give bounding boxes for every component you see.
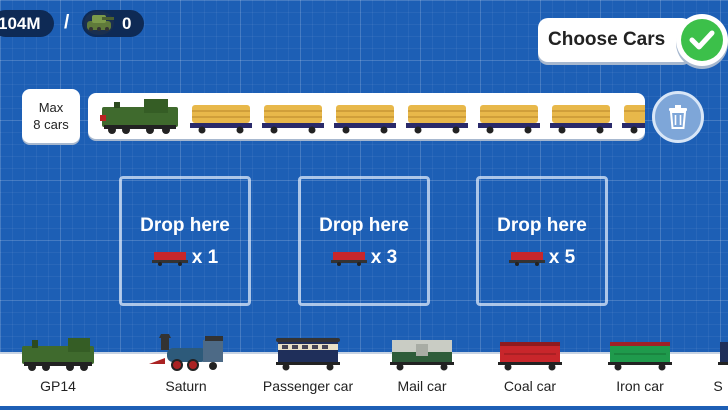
steam-locomotive-icon [149,334,223,371]
drop-zone-3[interactable]: Drop here x 5 [476,176,608,306]
catalog-item-name: S [713,378,723,394]
tank-count: 0 [122,14,132,33]
catalog-item-gp14[interactable]: GP14 [12,332,104,394]
drop-zone-label: Drop here [319,215,409,236]
drop-zone-quantity: x 1 [191,247,219,268]
catalog-item-name: GP14 [40,378,76,394]
trash-icon [669,105,687,129]
catalog-item-name: Mail car [397,378,447,394]
catalog-item-name: Saturn [165,378,207,394]
trash-button[interactable] [652,91,704,143]
catalog-item-coal-car[interactable]: Coal car [488,332,572,394]
hud-separator: / [64,12,70,33]
log-car[interactable] [478,105,540,134]
consist-locomotive[interactable] [100,99,178,134]
max-label-line2: 8 cars [33,117,69,132]
catalog-item-name: Iron car [616,378,664,394]
choose-cars-button[interactable]: Choose Cars [538,18,692,62]
iron-car-icon [608,342,672,371]
tank-counter: 0 [82,10,144,37]
drop-zone-quantity: x 3 [370,247,398,268]
log-car[interactable] [190,105,252,134]
catalog-item-saturn[interactable]: Saturn [140,332,232,394]
check-icon [689,30,715,50]
drop-zone-label: Drop here [140,215,230,236]
coal-car-icon [330,252,367,266]
passenger-car-icon [276,338,340,371]
consist-drawing [100,99,645,134]
max-label-line1: Max [38,100,64,115]
max-cars-label: Max 8 cars [22,89,80,143]
log-car[interactable] [550,105,612,134]
catalog-item-partial[interactable]: S [708,332,728,394]
drop-zone-quantity: x 5 [548,247,576,268]
choose-cars-label: Choose Cars [548,29,666,50]
drop-zone-1[interactable]: Drop here x 1 [119,176,251,306]
green-locomotive-icon [22,338,94,371]
drop-zone-label: Drop here [497,215,587,236]
tank-icon [84,11,114,35]
partial-car-icon [718,342,728,365]
catalog-item-passenger-car[interactable]: Passenger car [256,332,360,394]
drop-zone-2[interactable]: Drop here x 3 [298,176,430,306]
money-counter: 104M [0,10,54,37]
coal-car-icon [151,252,188,266]
log-car[interactable] [262,105,324,134]
catalog-item-name: Coal car [503,378,557,394]
log-car[interactable] [622,105,645,134]
catalog-item-mail-car[interactable]: Mail car [380,332,464,394]
log-car[interactable] [406,105,468,134]
catalog-item-iron-car[interactable]: Iron car [598,332,682,394]
confirm-button[interactable] [676,14,728,66]
mail-car-icon [390,340,454,371]
consist-cars [190,105,645,134]
log-car[interactable] [334,105,396,134]
car-catalog-bar[interactable] [0,352,728,410]
money-value: 104M [0,14,41,33]
coal-car-icon [508,252,545,266]
train-consist[interactable] [88,93,645,139]
catalog-item-name: Passenger car [262,378,354,394]
coal-car-icon [498,342,562,371]
